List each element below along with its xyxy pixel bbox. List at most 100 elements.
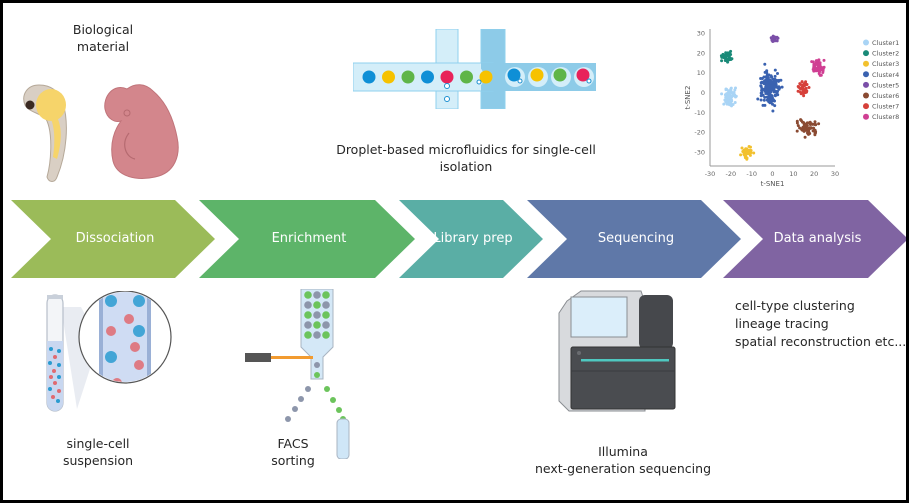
test-tube-suspension-icon [46, 291, 172, 412]
data-point [762, 75, 766, 79]
data-point [812, 126, 816, 130]
pipeline-stage-dissociation [11, 200, 215, 278]
data-point [769, 90, 773, 93]
analysis-item: lineage tracing [735, 316, 829, 331]
cell [313, 311, 321, 319]
data-point [802, 94, 806, 98]
data-point [740, 146, 744, 150]
series-cluster5 [769, 34, 780, 43]
y-tick-label: 0 [701, 89, 705, 97]
y-tick-label: -30 [694, 149, 705, 157]
data-point [803, 135, 807, 139]
legend-label: Cluster5 [872, 81, 899, 89]
analysis-item: spatial reconstruction etc... [735, 334, 907, 349]
data-point [798, 82, 802, 86]
sorted-cell [330, 397, 336, 403]
data-point [796, 89, 800, 93]
data-point [739, 153, 743, 157]
data-point [818, 70, 822, 74]
illumina-sequencer-icon [558, 290, 676, 412]
input-droplets [362, 70, 493, 89]
series-cluster3 [739, 145, 756, 161]
label-line: Biological [72, 22, 134, 37]
legend-marker [863, 92, 869, 99]
sorted-cell [298, 396, 304, 402]
y-tick-label: 30 [697, 29, 705, 37]
data-point [765, 95, 769, 99]
legend-marker [863, 113, 869, 120]
data-point [810, 60, 814, 64]
legend-label: Cluster1 [872, 39, 899, 47]
data-point [748, 153, 752, 157]
x-tick-label: 30 [831, 170, 839, 178]
data-point [759, 98, 763, 102]
cell [112, 378, 122, 382]
data-point [745, 156, 749, 160]
data-point [729, 95, 733, 99]
data-point [811, 67, 815, 71]
data-point [818, 61, 822, 65]
data-point [730, 98, 733, 102]
cell [57, 349, 61, 353]
data-point [724, 88, 728, 92]
data-point [813, 123, 817, 126]
pipeline-stage-label: Data analysis [773, 231, 862, 246]
pipeline-stage-label: Library prep [433, 231, 513, 246]
data-point [799, 92, 803, 96]
analysis-list: cell-type clustering lineage tracing spa… [735, 297, 906, 351]
data-point [771, 98, 775, 102]
data-point [817, 67, 821, 70]
label-line: next-generation sequencing [534, 461, 712, 476]
data-point [822, 58, 826, 62]
data-point [814, 68, 817, 72]
data-point [769, 74, 773, 78]
data-point [723, 98, 727, 102]
x-tick-label: 0 [770, 170, 774, 178]
legend-marker [863, 39, 869, 46]
data-point [759, 91, 763, 95]
data-point [727, 57, 730, 61]
data-point [805, 121, 809, 125]
data-point [759, 85, 763, 88]
label-line: FACS [277, 436, 309, 451]
data-point [819, 73, 823, 77]
cell [322, 321, 330, 329]
data-point [804, 86, 808, 90]
cell [313, 321, 321, 329]
label-line: sorting [271, 453, 315, 468]
data-point [802, 84, 806, 88]
cell [304, 301, 312, 309]
data-point [770, 36, 774, 40]
cell [105, 295, 117, 307]
cell [49, 347, 53, 351]
series-cluster7 [796, 80, 811, 98]
pipeline-stage-data-analysis [723, 200, 906, 278]
data-point [773, 74, 777, 78]
pipeline-stage-library-prep [399, 200, 543, 278]
y-axis-label: t-SNE2 [684, 86, 692, 110]
data-point [765, 78, 769, 82]
cell [134, 360, 144, 370]
data-point [768, 101, 772, 105]
droplet-cell [421, 70, 434, 84]
data-point [803, 89, 806, 92]
data-point [733, 101, 737, 104]
data-point [761, 103, 765, 107]
cell [106, 326, 116, 336]
data-point [773, 35, 777, 39]
facs-sorter-icon [245, 289, 350, 459]
data-point [747, 151, 751, 155]
data-point [814, 62, 818, 66]
cell [133, 325, 145, 337]
analysis-item: cell-type clustering [735, 298, 855, 313]
data-point [763, 95, 767, 99]
bead-icon [444, 96, 450, 102]
data-point [762, 98, 766, 102]
cell [49, 375, 53, 379]
legend-label: Cluster8 [872, 113, 899, 121]
cell [322, 311, 330, 319]
pipeline-stage-enrichment [199, 200, 415, 278]
data-point [776, 36, 780, 40]
data-point [727, 54, 731, 58]
